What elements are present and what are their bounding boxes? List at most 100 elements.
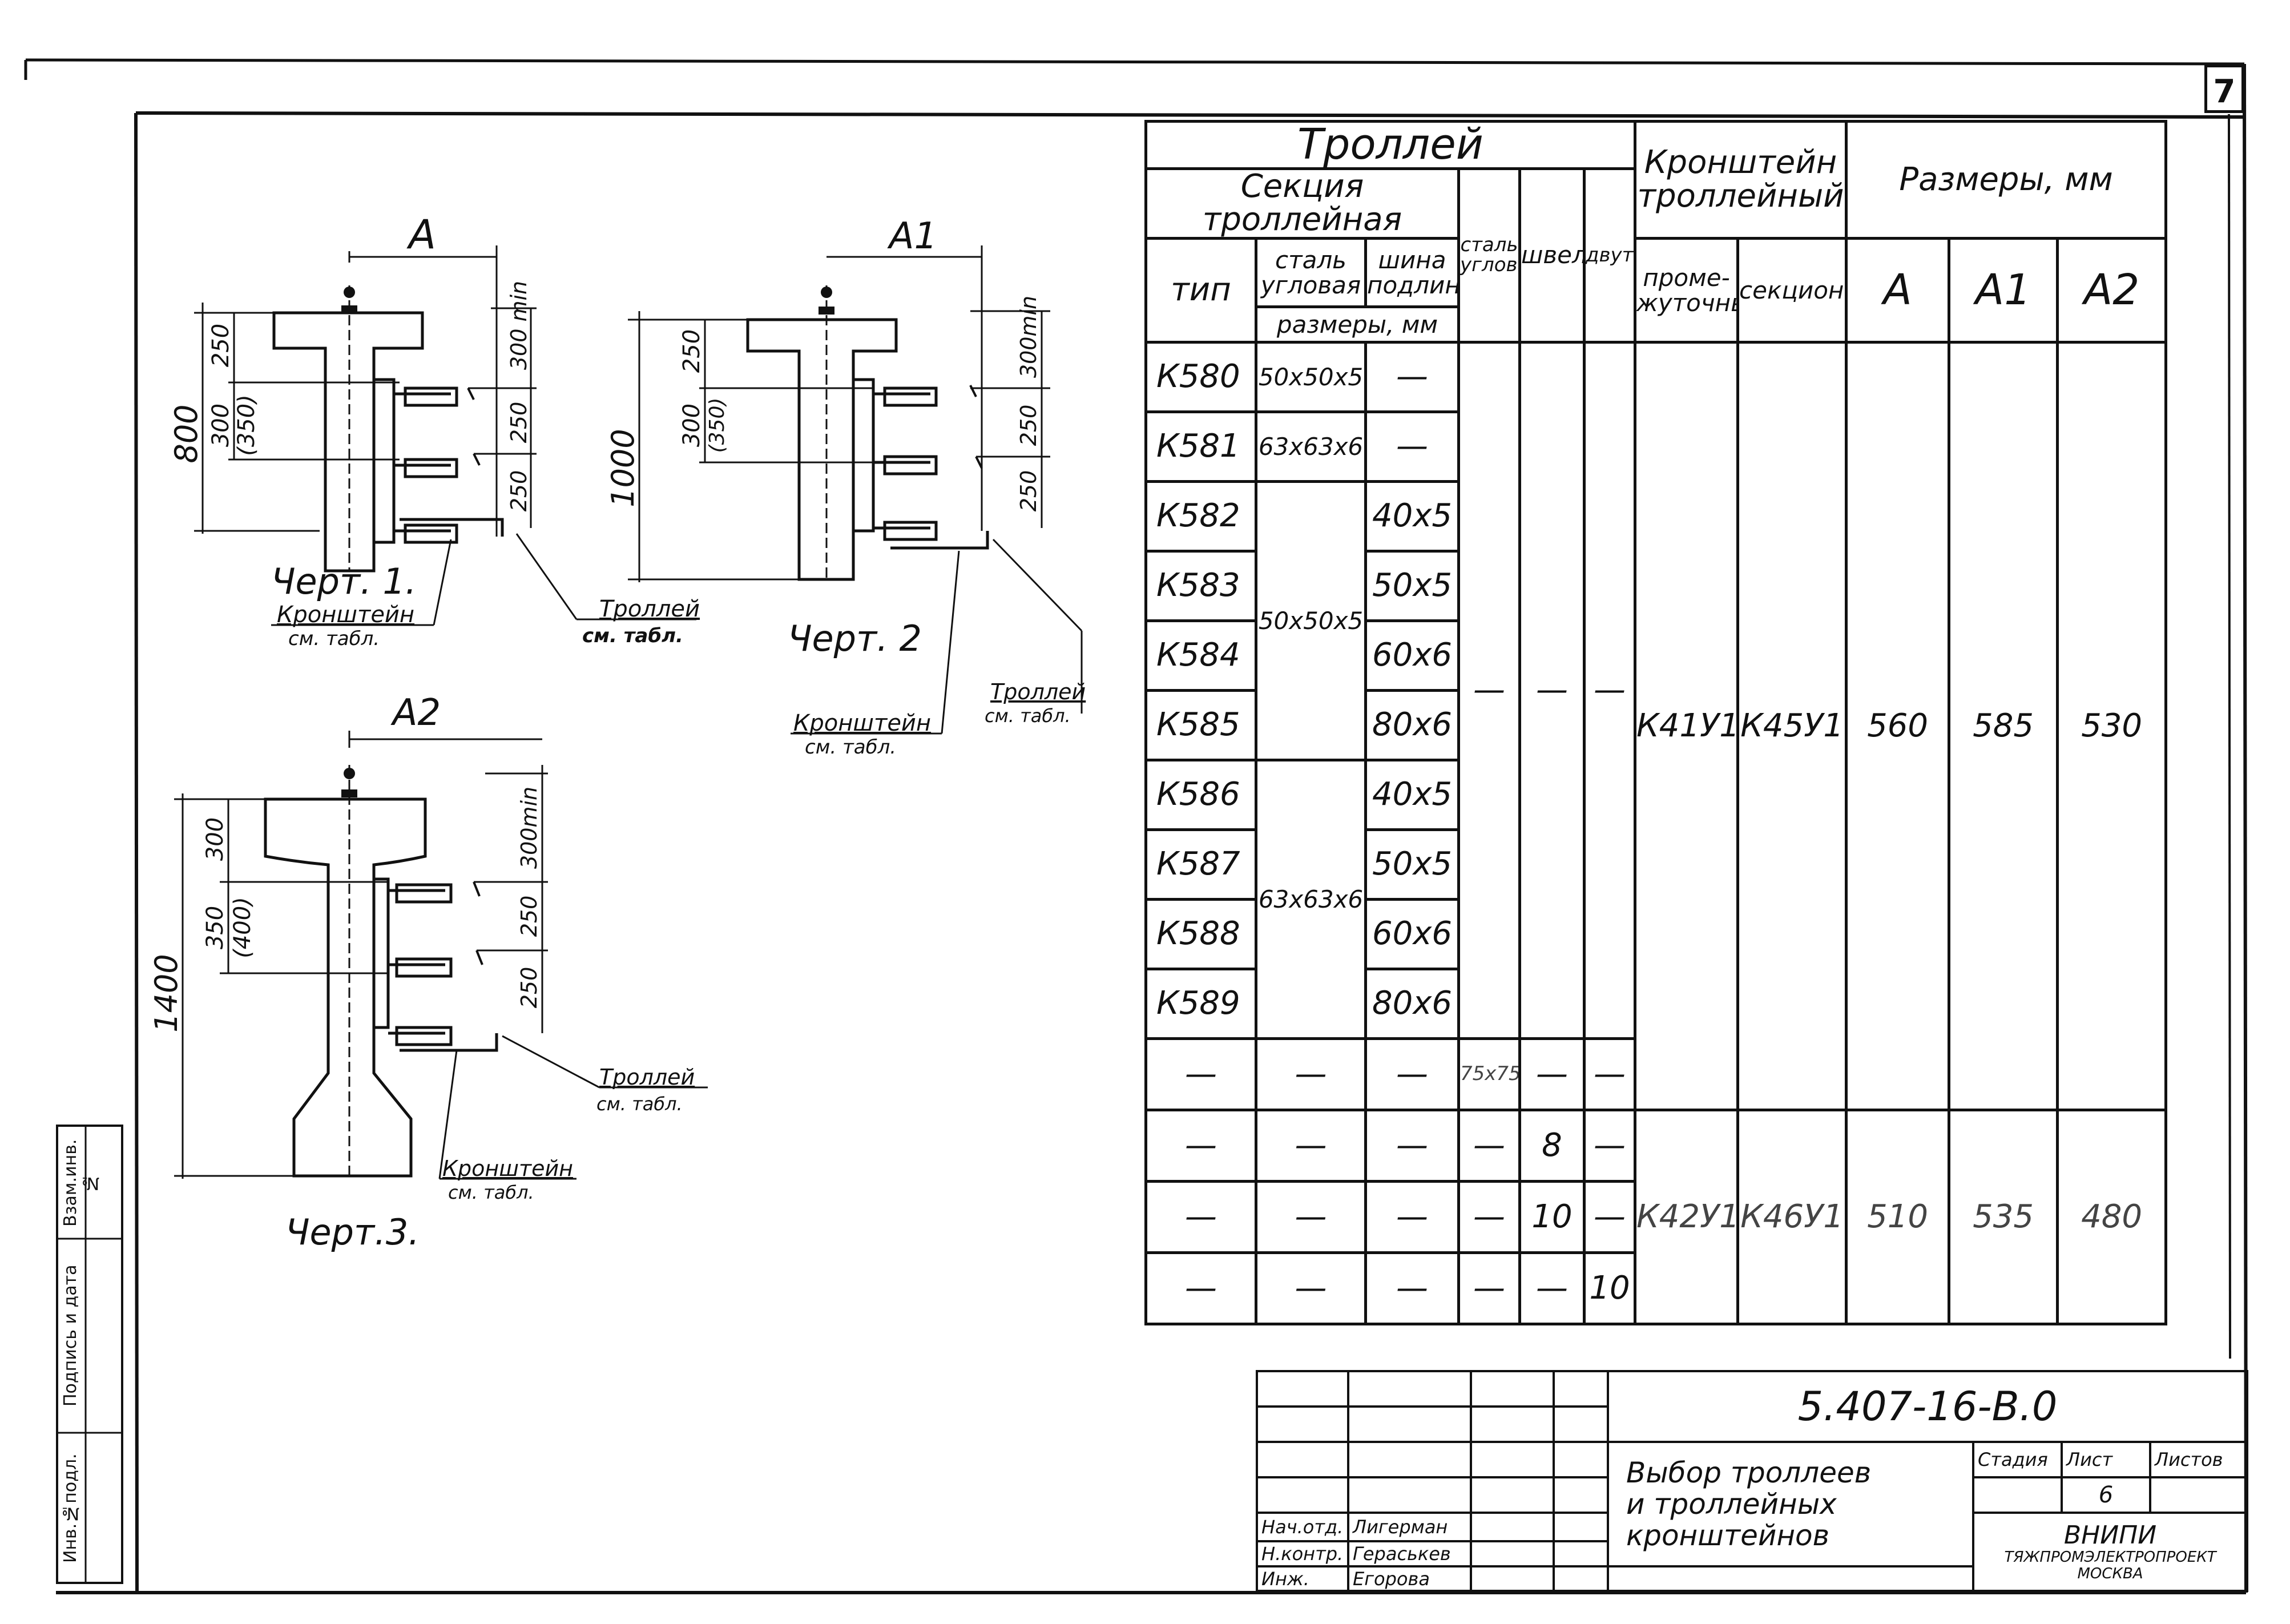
main-steel-angle: — [1457,341,1521,1041]
side-label-inv-replace: Взам.инв.№ [61,1139,100,1227]
header-sizes: Размеры, мм [1845,119,2168,240]
name-3: Егорова [1347,1565,1472,1592]
d1-label-bracket-sub: см. табл. [288,627,380,650]
title-line-1: Выбор троллеев [1626,1456,1872,1489]
extra-row-channel: — [1518,1037,1586,1112]
role-1: Нач.отд. [1256,1512,1349,1542]
extra-row-type: — [1144,1037,1257,1112]
sheet-header: Лист [2061,1441,2151,1478]
side-stamp: Взам.инв.№ Подпись и дата Инв.№подл. [56,1125,123,1584]
row-type: К586 [1144,759,1257,832]
main-A1: 585 [1948,341,2059,1112]
d3-dim-r2: 250 [517,896,542,937]
extra-row-steel-angle: 75х75х6 [1457,1037,1521,1112]
sheet-value: 6 [2061,1476,2151,1514]
d2-label-trolley-sub: см. табл. [985,705,1071,727]
d1-dim-b: 300 [208,404,234,447]
row-bus: 50х5 [1364,828,1460,901]
d3-label-trolley: Троллей [599,1065,695,1090]
row-bus: 50х5 [1364,550,1460,623]
d2-dim-top: А1 [887,215,938,257]
header-sizes-mm: размеры, мм [1255,305,1460,344]
lower-row-channel-8: 8 [1518,1109,1586,1183]
side-label-inv-orig: Инв.№подл. [61,1453,80,1563]
signature-2 [1470,1540,1555,1567]
header-section: Секция троллейная [1144,167,1460,240]
d2-dim-r3: 250 [1016,470,1041,512]
sheet-frame [24,58,2248,1594]
row-type: К589 [1144,968,1257,1041]
row-bus: — [1364,410,1460,483]
name-2: Гераськев [1347,1540,1472,1567]
main-ibeam: — [1582,341,1637,1041]
row-angle: 63х63х6 [1255,410,1367,483]
row-bus: 60х6 [1364,619,1460,692]
main-channel: — [1518,341,1586,1041]
lower-row-type: — [1144,1251,1257,1326]
extra-row-ibeam: — [1582,1037,1637,1112]
header-channel: швеллер [1518,167,1586,344]
d3-dim-total: 1400 [148,954,184,1032]
drawing-2: А1 1000 250 300 (350) 300min 250 250 Чер… [605,215,1086,759]
d2-dim-b: 300 [679,404,705,447]
lower-row-type: — [1144,1109,1257,1183]
lower-row-angle: — [1255,1109,1367,1183]
row-type: К584 [1144,619,1257,692]
main-A: 560 [1845,341,1951,1112]
org-subtitle: ТЯЖПРОМЭЛЕКТРОПРОЕКТ [2004,1549,2216,1566]
d2-dim-r2: 250 [1016,405,1041,446]
role-3: Инж. [1256,1565,1349,1592]
d1-label-trolley: Троллей [599,596,700,622]
row-type: К581 [1144,410,1257,483]
lower-A2: 480 [2056,1109,2168,1326]
sheets-header: Листов [2148,1441,2249,1478]
d1-caption: Черт. 1. [271,561,417,602]
lower-row-bus: — [1364,1109,1460,1183]
header-bus: шина подлин. [1364,237,1460,309]
d3-dim-b-alt: (400) [229,897,256,958]
row-bus: 80х6 [1364,689,1460,762]
side-stamp-grid [56,1125,123,1584]
angle-group-2: 63х63х6 [1255,759,1367,1041]
d3-dim-a: 300 [202,817,228,861]
extra-row-bus: — [1364,1037,1460,1112]
d2-label-bracket-sub: см. табл. [805,736,896,759]
d3-caption: Черт.3. [285,1211,420,1253]
d3-dim-top: А2 [390,692,441,734]
d1-dim-r2: 250 [506,402,531,444]
header-A2: А2 [2056,237,2168,344]
row-bus: — [1364,341,1460,414]
title-block: 5.407-16-В.0 Выбор троллеев и троллейных… [1256,1370,2249,1592]
lower-row-ibeam: — [1582,1109,1637,1183]
d3-label-bracket: Кронштейн [442,1156,573,1181]
lower-row-steel-angle: — [1457,1109,1521,1183]
document-code: 5.407-16-В.0 [1606,1370,2249,1443]
d1-dim-r3: 250 [506,470,531,512]
lower-row-ibeam-10: 10 [1582,1251,1637,1326]
lower-row-ibeam: — [1582,1180,1637,1255]
role-2: Н.контр. [1256,1540,1349,1567]
lower-row-channel: — [1518,1251,1586,1326]
d2-caption: Черт. 2 [788,618,922,659]
header-sectional: секционный [1736,237,1848,344]
lower-row-angle: — [1255,1251,1367,1326]
main-bracket-sectional: К45У1 [1736,341,1848,1112]
title-line-2: и троллейных [1626,1487,1837,1521]
lower-row-type: — [1144,1180,1257,1255]
drawing-3: А2 1400 300 350 (400) 300min 250 250 Чер… [148,692,708,1253]
main-bracket-intermediate: К41У1 [1634,341,1740,1112]
drawing-1: А 800 250 300 (350) 300 min 250 250 Черт… [168,211,700,650]
row-bus: 40х5 [1364,759,1460,832]
row-type: К580 [1144,341,1257,414]
name-1: Лигерман [1347,1512,1472,1542]
header-intermediate: проме-жуточный [1634,237,1740,344]
signature-1 [1470,1512,1555,1542]
row-type: К582 [1144,480,1257,553]
lower-row-angle: — [1255,1180,1367,1255]
row-bus: 40х5 [1364,480,1460,553]
lower-A: 510 [1845,1109,1951,1326]
extra-row-angle: — [1255,1037,1367,1112]
d2-label-bracket: Кронштейн [793,710,931,736]
d2-dim-total: 1000 [605,429,641,507]
d2-dim-a: 250 [679,329,705,373]
